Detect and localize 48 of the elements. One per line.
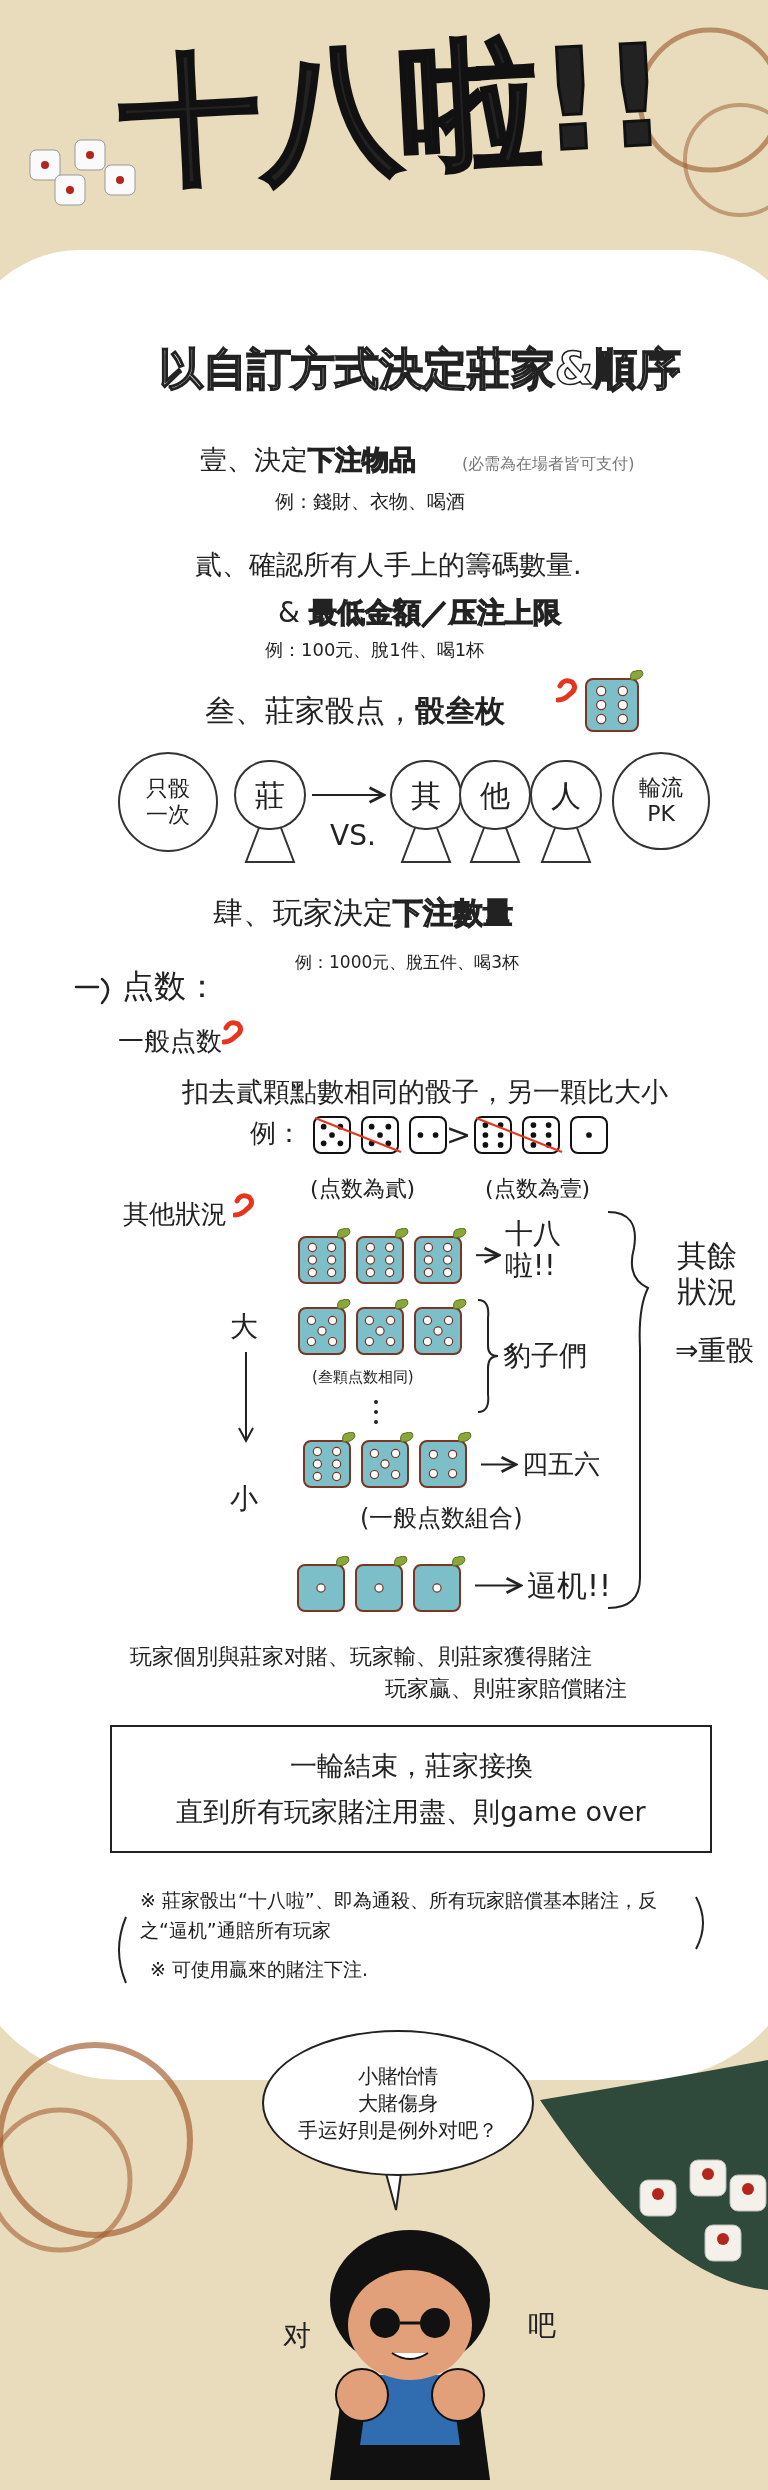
example-text: 例：100元、脫1件、喝1杯 xyxy=(265,638,485,662)
arrow xyxy=(474,1576,523,1595)
dice-caption: (叁顆点数相同) xyxy=(312,1367,414,1388)
footnote: ※ 可使用贏來的賭注下注. xyxy=(150,1957,368,1982)
section-heading: 点数： xyxy=(122,966,218,1007)
dice-caption: (一般点数組合) xyxy=(360,1503,523,1534)
step-heading: 壹、決定下注物品 xyxy=(200,443,416,477)
step-heading: 肆、玩家決定下注數量 xyxy=(213,894,513,932)
result-text: 十八啦!! xyxy=(505,1218,577,1283)
person-label: 莊 xyxy=(255,776,285,815)
subsection-heading: 其他狀況 xyxy=(123,1198,227,1231)
exclamation-text: 对 xyxy=(283,2318,311,2354)
subsection-heading: 一般点数 xyxy=(118,1025,222,1058)
vs-text: VS. xyxy=(330,818,376,854)
result-text: 逼机!! xyxy=(527,1563,612,1608)
person-label: 其 xyxy=(411,776,441,815)
rule-text: 扣去貳顆點數相同的骰子，另一顆比大小 xyxy=(182,1075,668,1109)
dice-caption: (点数為貳) xyxy=(310,1175,416,1203)
rule-text: 玩家個別與莊家对賭、玩家輸、則莊家獲得賭注 xyxy=(130,1643,592,1671)
person-label: 他 xyxy=(480,776,510,815)
example-text: 例：1000元、脫五件、喝3杯 xyxy=(295,951,520,974)
example-text: 例： xyxy=(250,1117,302,1150)
person-figure xyxy=(457,760,533,864)
exclamation-text: 吧 xyxy=(528,2308,556,2344)
rank-text: 小 xyxy=(230,1481,258,1517)
subtitle: 以自訂方式決定莊家&順序 xyxy=(157,342,683,396)
arrow xyxy=(475,1246,501,1264)
person-figure xyxy=(232,760,308,864)
step-heading: 叁、莊家骰点，骰叁枚 xyxy=(205,692,505,730)
title: 十八啦!! xyxy=(116,25,671,195)
side-note: ⇒重骰 xyxy=(675,1333,755,1369)
group-text: 豹子們 xyxy=(503,1338,587,1374)
side-note: 其餘狀況 xyxy=(677,1238,738,1310)
result-text: 四五六 xyxy=(522,1445,600,1484)
person-label: 人 xyxy=(551,776,581,815)
person-figure xyxy=(528,760,604,864)
dice-caption: (点数為壹) xyxy=(485,1175,591,1203)
footnote: ※ 莊家骰出“十八啦”、即為通殺、所有玩家賠償基本賭注，反之“逼机”通賠所有玩家 xyxy=(140,1888,658,1944)
arrow xyxy=(311,786,386,804)
example-text: 例：錢財、衣物、喝酒 xyxy=(275,489,465,514)
step-heading: & 最低金額／压注上限 xyxy=(278,595,561,631)
arrow xyxy=(480,1455,518,1474)
summary-box: 一輪結束，莊家接換 直到所有玩家賭注用盡、則game over xyxy=(110,1725,712,1853)
comparison-sign: > xyxy=(446,1116,472,1154)
rank-text: 大 xyxy=(230,1309,258,1345)
note: (必需為在場者皆可支付) xyxy=(462,453,635,475)
rule-text: 玩家贏、則莊家賠償賭注 xyxy=(385,1675,627,1703)
step-heading: 貳、確認所有人手上的籌碼數量. xyxy=(195,548,582,582)
